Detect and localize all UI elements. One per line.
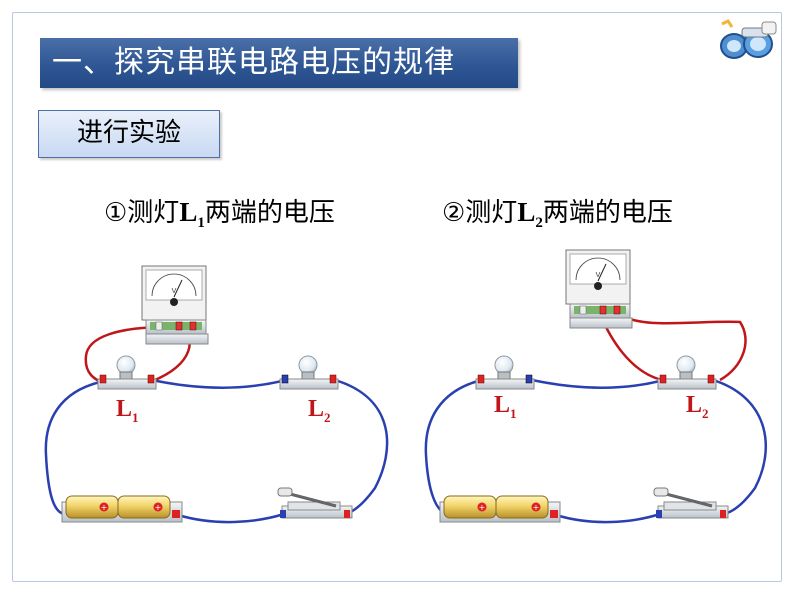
right-lamp-l1-label: L1 xyxy=(494,392,517,421)
caption-right: ②测灯L2两端的电压 xyxy=(442,197,673,232)
svg-text:+: + xyxy=(533,503,540,512)
right-blue-wires xyxy=(424,378,767,524)
left-lamp-l2 xyxy=(279,355,339,390)
right-lamp-l2 xyxy=(657,355,717,390)
right-switch xyxy=(653,487,729,519)
svg-text:+: + xyxy=(479,503,486,512)
slide-frame xyxy=(12,12,782,582)
left-switch xyxy=(277,487,353,519)
right-voltmeter-symbol: V xyxy=(596,272,601,279)
left-lamp-l2-label: L2 xyxy=(308,396,331,425)
section-subtitle: 进行实验 xyxy=(38,110,220,158)
right-lamp-l2-label: L2 xyxy=(686,392,709,421)
left-blue-wires xyxy=(44,378,389,524)
svg-text:+: + xyxy=(155,503,162,512)
svg-text:+: + xyxy=(101,503,108,512)
right-lamp-l1 xyxy=(475,355,535,390)
slide-title: 一、探究串联电路电压的规律 xyxy=(40,38,518,88)
left-lamp-l1 xyxy=(97,355,157,390)
right-voltmeter: V xyxy=(565,249,633,329)
right-battery: + + xyxy=(439,495,561,523)
caption-left: ①测灯L1两端的电压 xyxy=(104,197,335,232)
left-battery: + + xyxy=(61,495,183,523)
binoculars-icon xyxy=(720,19,777,59)
left-voltmeter: V xyxy=(141,265,209,345)
left-lamp-l1-label: L1 xyxy=(116,396,139,425)
left-voltmeter-symbol: V xyxy=(172,288,177,295)
